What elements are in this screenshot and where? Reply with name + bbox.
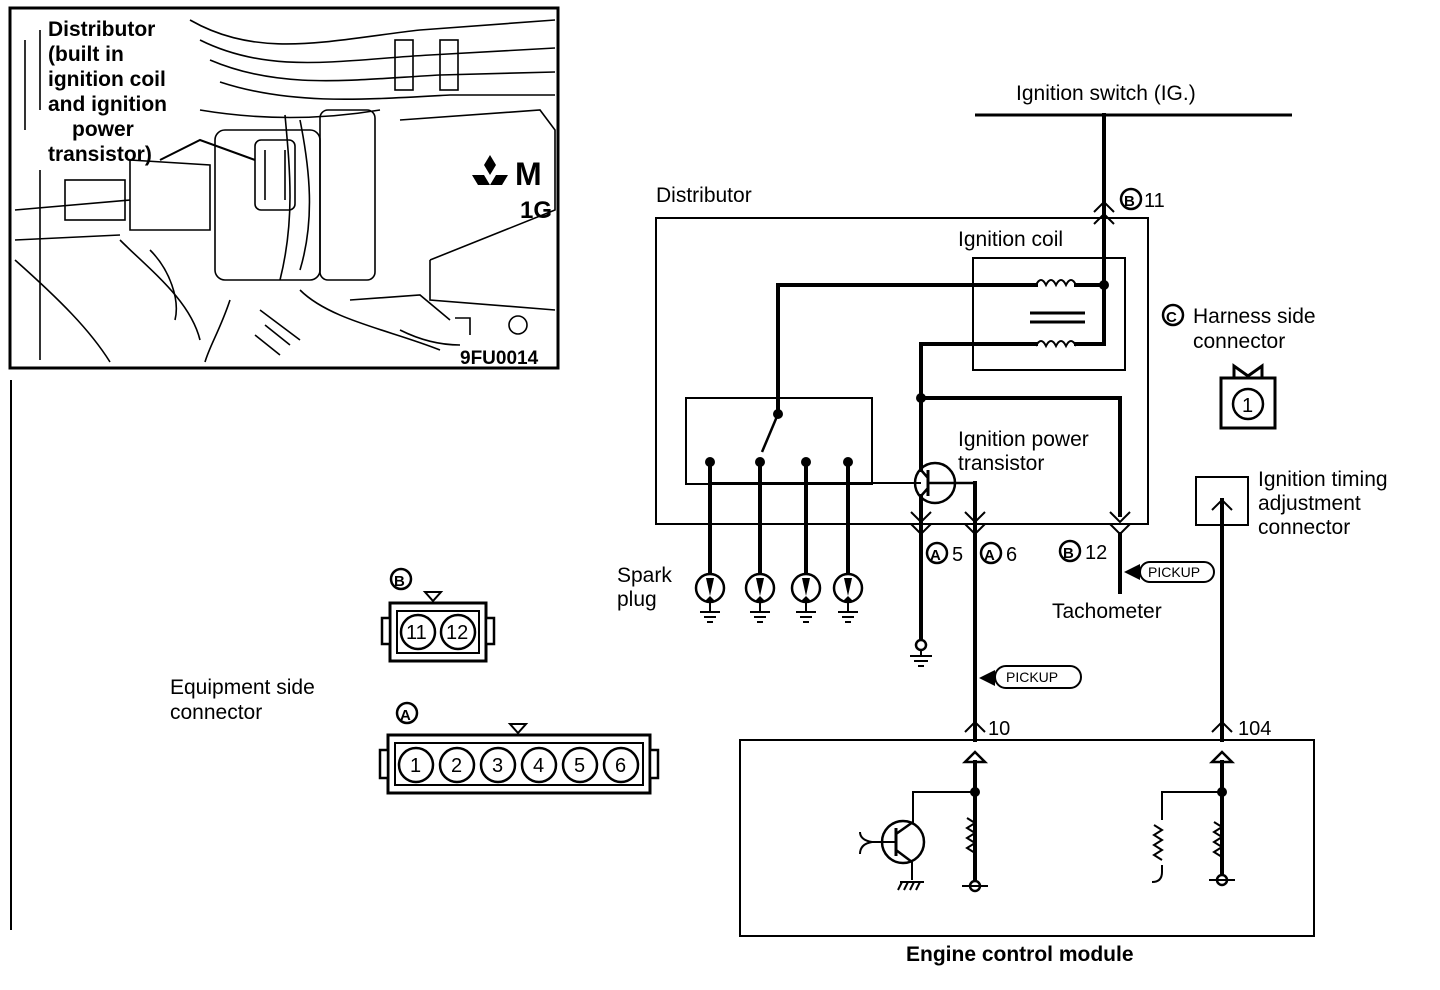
power-transistor-label: transistor bbox=[958, 452, 1044, 475]
ecm-input-circuit-10 bbox=[859, 750, 989, 893]
tachometer-label: Tachometer bbox=[1052, 600, 1162, 623]
timing-connector-label: connector bbox=[1258, 516, 1350, 539]
coil-negative-wire bbox=[919, 342, 1038, 400]
timing-adjustment-connector: Ignition timing adjustment connector bbox=[1195, 468, 1388, 539]
photo-caption-line: ignition coil bbox=[48, 68, 166, 91]
timing-connector-label: Ignition timing bbox=[1258, 468, 1388, 491]
timing-connector-label: adjustment bbox=[1258, 492, 1361, 515]
spark-plug-icon bbox=[744, 572, 776, 623]
photo-caption-line: Distributor bbox=[48, 18, 155, 41]
connector-a-pin: 1 bbox=[410, 755, 421, 777]
coil-primary-return-wire bbox=[1074, 283, 1106, 346]
connector-b: B 11 12 bbox=[380, 567, 496, 663]
harness-connector-label: Harness side bbox=[1193, 305, 1316, 328]
power-transistor-label: Ignition power bbox=[958, 428, 1089, 451]
terminal-a5-letter: A bbox=[930, 547, 941, 564]
connector-a: A 1 2 3 4 5 6 bbox=[378, 701, 660, 795]
ignition-coil-box bbox=[972, 257, 1126, 371]
pickup-label: PICKUP bbox=[1006, 669, 1058, 685]
rotor-arm bbox=[760, 413, 780, 453]
photo-caption-line: (built in bbox=[48, 43, 124, 66]
pickup-label: PICKUP bbox=[1148, 564, 1200, 580]
ecm-input-circuit-104 bbox=[1151, 750, 1236, 887]
connector-b-letter: B bbox=[394, 573, 405, 590]
connector-b-pin: 11 bbox=[406, 622, 427, 644]
terminal-a6-letter: A bbox=[984, 547, 995, 564]
connector-a-pin: 5 bbox=[574, 755, 585, 777]
mitsubishi-logo-icon bbox=[472, 155, 508, 185]
spark-plug-icon bbox=[832, 572, 864, 623]
connector-a-letter: A bbox=[400, 707, 411, 724]
spark-plug-label: Spark bbox=[617, 564, 672, 587]
pickup-tag-tachometer: PICKUP bbox=[1124, 561, 1215, 583]
ignition-switch-label: Ignition switch (IG.) bbox=[1016, 82, 1196, 105]
engine-badge-letter: M bbox=[515, 156, 542, 192]
connector-c-letter: C bbox=[1166, 309, 1177, 326]
ground-symbol-icon bbox=[910, 638, 932, 667]
connector-a-pin: 4 bbox=[533, 755, 544, 777]
ecm-terminal-10: 10 bbox=[964, 718, 1010, 740]
photo-caption-line: transistor) bbox=[48, 143, 152, 166]
connector-a-pin: 3 bbox=[492, 755, 503, 777]
spark-plug-label: plug bbox=[617, 588, 657, 611]
photo-caption: Distributor (built in ignition coil and … bbox=[48, 18, 167, 166]
terminal-a5: A 5 bbox=[910, 511, 963, 566]
spark-plugs bbox=[694, 457, 864, 623]
engine-bay-sketch bbox=[14, 19, 556, 363]
terminal-b11: B 11 bbox=[1093, 187, 1165, 225]
tachometer-sense-wire bbox=[919, 396, 1122, 517]
ecm-terminal-10-number: 10 bbox=[988, 718, 1010, 740]
photo-caption-line: and ignition bbox=[48, 93, 167, 116]
caption-leader-line bbox=[159, 138, 256, 161]
harness-connector-label: connector bbox=[1193, 330, 1285, 353]
connector-c-pin: 1 bbox=[1242, 395, 1253, 417]
ecm-terminal-104: 104 bbox=[1211, 718, 1271, 740]
spark-plug-icon bbox=[694, 572, 726, 623]
terminal-b11-number: 11 bbox=[1144, 190, 1165, 212]
ecm-label: Engine control module bbox=[906, 943, 1134, 966]
terminal-b12-letter: B bbox=[1063, 545, 1074, 562]
coil-windings-icon bbox=[1030, 279, 1085, 349]
engine-control-module-box bbox=[739, 739, 1315, 937]
connector-a-pin: 6 bbox=[615, 755, 626, 777]
photo-caption-line: power bbox=[72, 118, 134, 141]
terminal-b12-number: 12 bbox=[1085, 542, 1107, 564]
terminal-a6-number: 6 bbox=[1006, 544, 1017, 566]
ecm-terminal-104-number: 104 bbox=[1238, 718, 1271, 740]
photo-frame bbox=[8, 6, 560, 370]
pickup-tag-ecm: PICKUP bbox=[979, 665, 1082, 689]
connector-b-pin: 12 bbox=[446, 622, 468, 644]
spark-plug-icon bbox=[790, 572, 822, 623]
figure-code: 9FU0014 bbox=[460, 348, 539, 369]
harness-side-connector: C Harness side connector 1 bbox=[1161, 303, 1316, 430]
terminal-a6: A 6 bbox=[964, 511, 1017, 566]
distributor-housing bbox=[655, 217, 1149, 525]
distributor-photo-inset: M 1G Distributor (built in ignition coil… bbox=[8, 6, 560, 930]
distributor-label: Distributor bbox=[656, 184, 752, 207]
ignition-coil-label: Ignition coil bbox=[958, 228, 1063, 251]
equipment-connector-label: Equipment side bbox=[170, 676, 315, 699]
engine-badge-sub: 1G bbox=[520, 197, 552, 224]
equipment-connector-label: connector bbox=[170, 701, 262, 724]
terminal-a5-number: 5 bbox=[952, 544, 963, 566]
connector-a-pin: 2 bbox=[451, 755, 462, 777]
terminal-b11-letter: B bbox=[1124, 193, 1135, 210]
